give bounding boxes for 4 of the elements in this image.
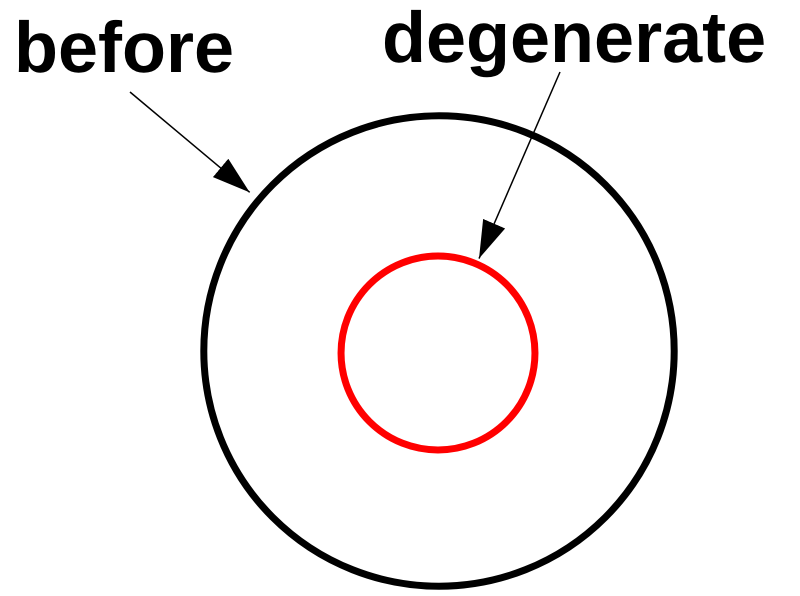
before-label: before — [14, 12, 234, 84]
arrow — [478, 72, 561, 259]
arrow — [130, 91, 250, 193]
inner-circle — [337, 252, 539, 454]
